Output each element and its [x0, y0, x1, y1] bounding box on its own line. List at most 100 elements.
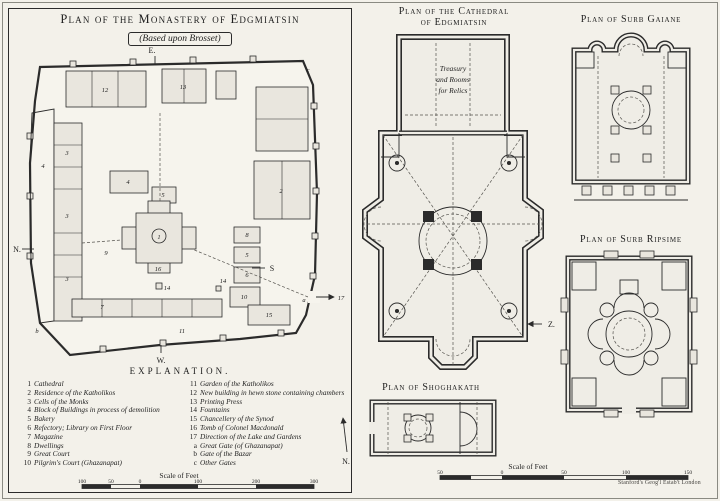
scale-tick: 50	[437, 470, 443, 476]
marker: 11	[179, 328, 185, 335]
scale-tick: 100	[622, 470, 631, 476]
marker: 9	[104, 250, 108, 257]
marker: 2	[279, 188, 283, 195]
marker: 3	[64, 150, 69, 157]
central-dome	[418, 206, 488, 276]
compass-north: N.	[13, 245, 21, 254]
engraver-credit: Stanford's Geog'l Estab't London	[618, 480, 701, 486]
scale-tick: 0	[139, 479, 142, 485]
ripsime-entrance	[622, 406, 636, 414]
marker: 5	[161, 192, 165, 199]
court-paths	[81, 113, 309, 298]
shoghakath-piers	[403, 413, 434, 443]
north-arrow: N.	[340, 417, 350, 466]
gaiane-title: Plan of Surb Gaiane	[580, 14, 682, 25]
demolition-block	[29, 108, 55, 324]
gaiane-portico	[581, 185, 676, 196]
cathedral-plan: Treasury and Rooms for Relics	[362, 34, 544, 370]
explanation-title: Explanation.	[129, 366, 231, 376]
scale-tick: 300	[310, 479, 319, 485]
monastery-title: Plan of the Monastery of Edgmiatsin	[60, 12, 300, 26]
ripsime-bema	[619, 279, 639, 295]
shoghakath-dome	[404, 414, 432, 442]
marker: c	[307, 67, 310, 74]
gaiane-aisles	[597, 43, 665, 178]
scale-label: Scale of Feet	[508, 462, 548, 471]
ripsime-title: Plan of Surb Ripsime	[580, 234, 682, 245]
marker: 1	[157, 234, 160, 241]
corner-rooms	[381, 133, 525, 158]
marker: 8	[245, 232, 249, 239]
scale-tick: 50	[561, 470, 567, 476]
marker: 3	[64, 213, 69, 220]
treasury-label-line3: for Relics	[439, 86, 468, 95]
treasury-label-line1: Treasury	[440, 64, 467, 73]
z-label: Z.	[548, 320, 555, 329]
marker: 15	[266, 312, 273, 319]
apse-interiors	[363, 206, 543, 357]
gaiane-outer-wall	[571, 32, 691, 185]
dome-inner-ring	[425, 213, 481, 269]
ripsime-exterior-niches	[560, 250, 698, 418]
axis-lines	[367, 134, 539, 365]
cathedral-title: Plan of the Cathedral of Edgmiatsin	[356, 6, 552, 28]
shoghakath-plan	[369, 399, 497, 457]
dome-piers	[423, 211, 482, 270]
scale-tick: 100	[194, 479, 203, 485]
cathedral-title-line1: Plan of the Cathedral	[398, 6, 510, 17]
ripsime-conchs	[587, 292, 671, 376]
wall-towers	[26, 55, 320, 353]
marker: 10	[241, 294, 248, 301]
marker: 5	[245, 252, 249, 259]
scale-tick: 0	[501, 470, 504, 476]
building-partitions	[54, 69, 308, 317]
gaiane-plan	[571, 32, 691, 201]
z-direction-marker: Z.	[527, 320, 555, 329]
marker: 14	[220, 278, 227, 285]
marker: 7	[100, 304, 104, 311]
gaiane-dome	[611, 90, 651, 130]
stair-turrets	[388, 154, 518, 320]
cathedral-building	[121, 200, 197, 274]
marker: 6	[245, 272, 249, 279]
marker: 14	[164, 285, 171, 292]
marker: b	[35, 328, 39, 335]
monastery-subtitle-wrap: (Based upon Brosset)	[9, 28, 351, 46]
marker: 4	[126, 179, 130, 186]
monastery-plan: 1 2 3 3 3 4 4 5 5 6 7 8 9 10 11 12 13 14…	[13, 46, 345, 365]
scale-tick: 150	[684, 470, 693, 476]
ripsime-outer-wall	[565, 255, 693, 413]
marker: 12	[102, 87, 109, 94]
scale-tick: 200	[252, 479, 261, 485]
marker: 17	[338, 295, 345, 302]
compass-south: S	[270, 264, 274, 273]
shoghakath-title: Plan of Shoghakath	[382, 382, 480, 393]
marker: 16	[155, 266, 162, 273]
marker: a	[302, 297, 305, 304]
monastery-panel: Plan of the Monastery of Edgmiatsin (Bas…	[8, 8, 352, 493]
scale-tick: 50	[108, 479, 114, 485]
gaiane-piers	[610, 85, 652, 163]
compass-east: E.	[149, 46, 156, 55]
